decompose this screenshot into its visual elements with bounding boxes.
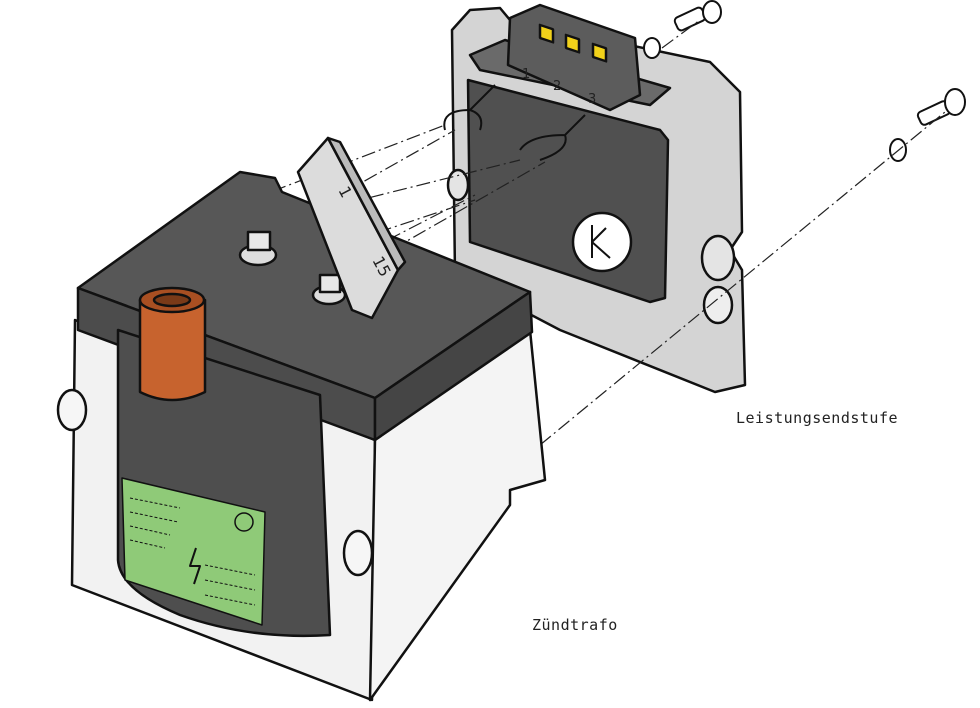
connector-pin-label-2: 2 [553, 79, 561, 94]
connector-pin-label-1: 1 [522, 67, 530, 82]
mounting-hole [700, 234, 736, 282]
label-text-lines [129, 497, 256, 606]
mounting-lug [342, 529, 374, 577]
transistor-icon [591, 225, 611, 259]
mounting-hole [446, 168, 470, 202]
terminal-cover-side [326, 136, 407, 272]
terminal-nut [238, 230, 347, 306]
terminal-cover [296, 136, 400, 320]
ignition-coil-label: Zündtrafo [532, 616, 618, 634]
warning-label [121, 477, 266, 626]
hv-tower-bore [152, 292, 192, 308]
mounting-lug [56, 388, 88, 432]
screw-head-icon [944, 88, 966, 116]
wire-terminal [519, 114, 586, 161]
screw-head-icon [702, 0, 722, 24]
connector-pin [564, 33, 581, 54]
hv-tower-orange [138, 298, 207, 402]
mounting-hole [702, 285, 734, 325]
coil-cap-side [373, 290, 534, 442]
connector-pin-label-3: 3 [588, 92, 596, 107]
transistor-symbol-circle [571, 211, 633, 273]
washer-icon [643, 37, 661, 59]
connector-pin [591, 42, 608, 63]
connector-pin [538, 23, 555, 44]
screws [643, 0, 966, 162]
ignition-coil [56, 136, 547, 702]
power-stage-label: Leistungsendstufe [736, 409, 899, 427]
wire-terminal [443, 84, 496, 131]
label-circle [234, 512, 254, 532]
high-voltage-icon [189, 547, 201, 585]
